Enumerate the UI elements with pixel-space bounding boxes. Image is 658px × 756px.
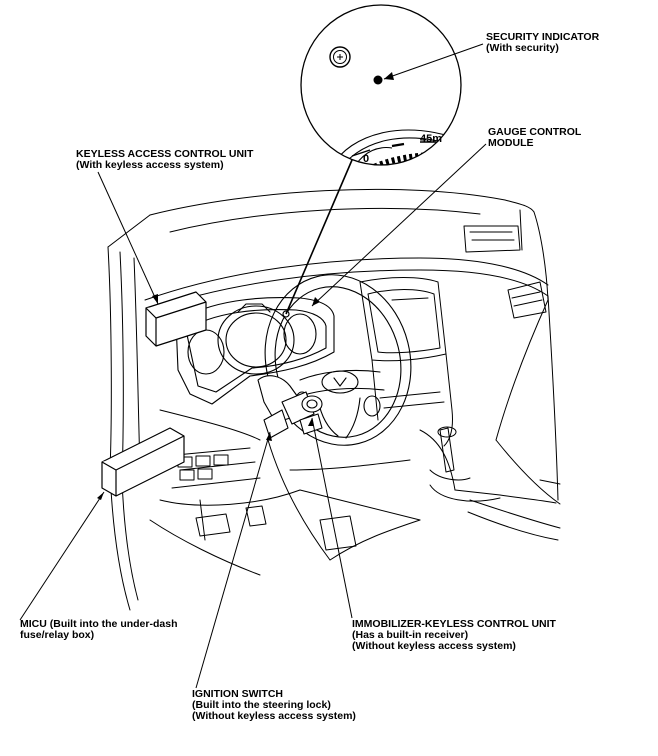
ignition-switch-label: IGNITION SWITCH (Built into the steering… xyxy=(192,689,356,722)
security-indicator-note: (With security) xyxy=(486,42,559,54)
immobilizer-title: IMMOBILIZER-KEYLESS CONTROL UNIT xyxy=(352,618,556,630)
gauge-range-text: 45m xyxy=(420,133,442,145)
gauge-control-title-2: MODULE xyxy=(488,137,534,149)
gauge-cluster xyxy=(175,297,335,405)
micu-fuse-box xyxy=(101,427,185,497)
ignition-note-1: (Built into the steering lock) xyxy=(192,699,331,711)
gauge-zero-text: 0 xyxy=(363,153,369,165)
leader-lines xyxy=(19,43,487,689)
security-indicator-title: SECURITY INDICATOR xyxy=(486,31,600,43)
security-indicator-dot xyxy=(373,75,383,85)
gauge-control-title: GAUGE CONTROL xyxy=(488,126,582,138)
keyless-access-unit-label: KEYLESS ACCESS CONTROL UNIT (With keyles… xyxy=(76,149,253,171)
arrowheads xyxy=(97,72,394,500)
micu-title-2: fuse/relay box) xyxy=(20,629,95,641)
immobilizer-note-1: (Has a built-in receiver) xyxy=(352,629,469,641)
ignition-note-2: (Without keyless access system) xyxy=(192,710,356,722)
ignition-title: IGNITION SWITCH xyxy=(192,688,283,700)
immobilizer-label: IMMOBILIZER-KEYLESS CONTROL UNIT (Has a … xyxy=(352,619,556,652)
micu-label: MICU (Built into the under-dash fuse/rel… xyxy=(20,619,178,641)
gauge-inset-magnifier: 0 45m xyxy=(300,4,462,166)
dashboard-outline xyxy=(107,188,561,611)
gauge-control-module-label: GAUGE CONTROL MODULE xyxy=(488,127,581,149)
keyless-unit-note: (With keyless access system) xyxy=(76,159,224,171)
immobilizer-note-2: (Without keyless access system) xyxy=(352,640,516,652)
keyless-access-control-unit xyxy=(145,291,207,347)
inset-connector-line xyxy=(285,159,353,315)
security-indicator-label: SECURITY INDICATOR (With security) xyxy=(486,32,599,54)
keyless-unit-title: KEYLESS ACCESS CONTROL UNIT xyxy=(76,148,254,160)
micu-title: MICU (Built into the under-dash xyxy=(20,618,178,630)
security-icon xyxy=(329,46,351,68)
ignition-switch-assembly xyxy=(257,375,323,439)
